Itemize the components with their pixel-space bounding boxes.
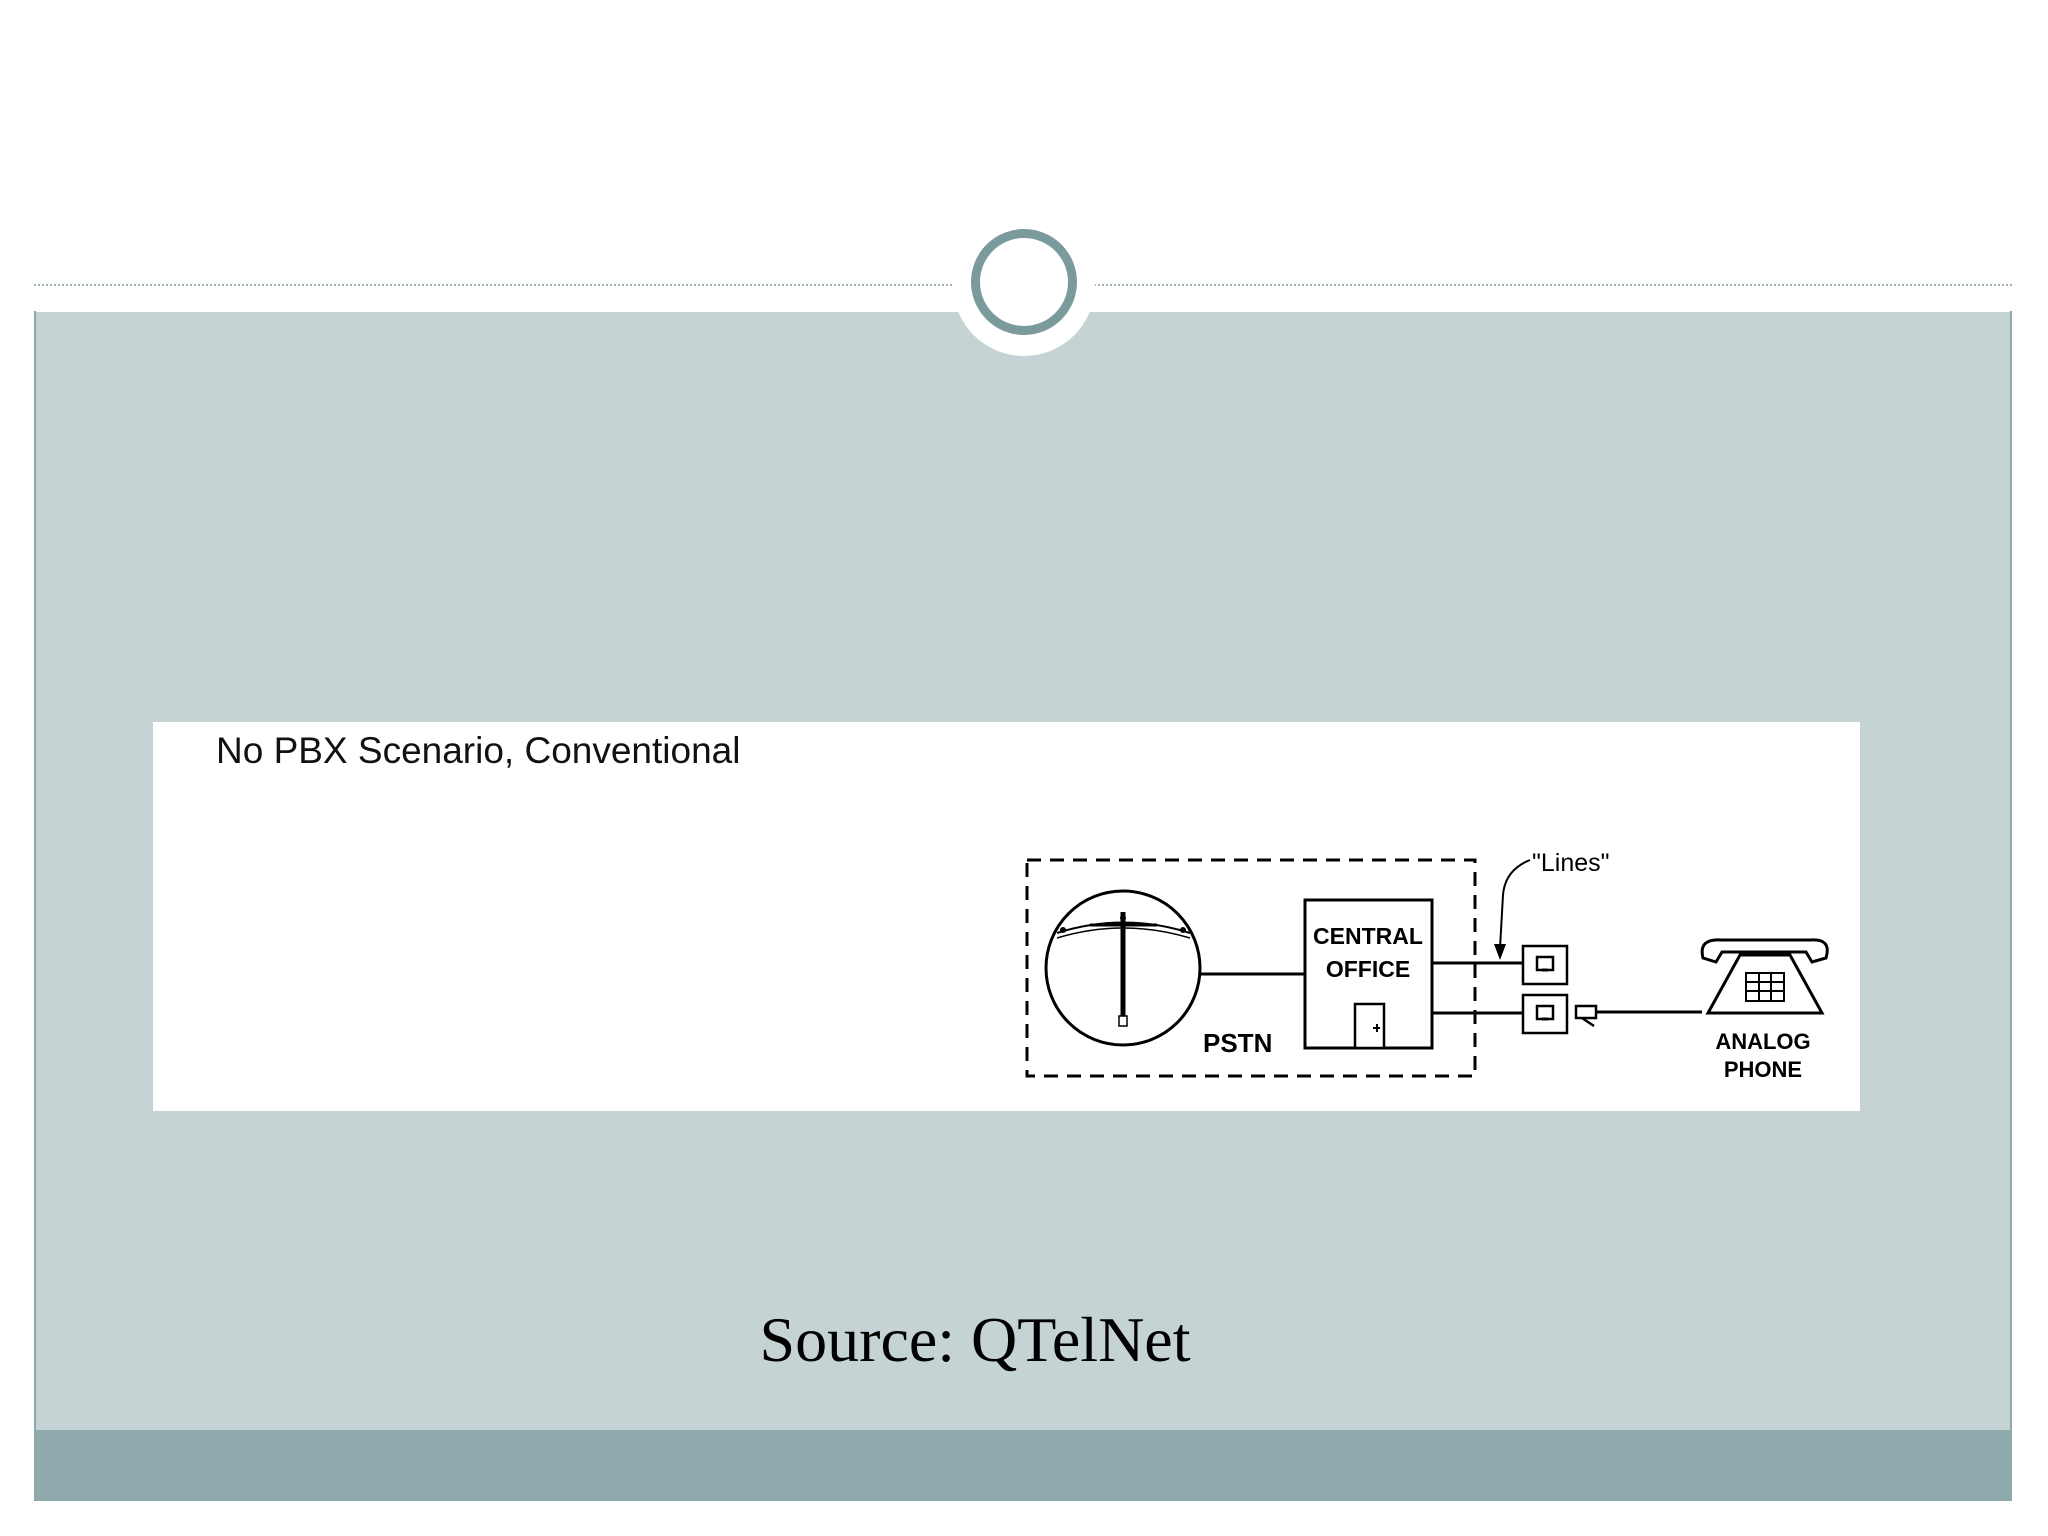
wall-jack-icon	[1521, 944, 1569, 986]
analog-phone-label-line2: PHONE	[1724, 1057, 1802, 1082]
telephone-pole-icon	[1044, 889, 1202, 1047]
wall-jack-icon	[1521, 993, 1569, 1035]
central-office-label-line2: OFFICE	[1326, 956, 1410, 982]
diagram-title: No PBX Scenario, Conventional	[216, 730, 741, 771]
analog-phone-label-line1: ANALOG	[1715, 1029, 1810, 1054]
circle-ring-icon	[971, 229, 1077, 335]
plug-icon	[1574, 1004, 1608, 1028]
lines-label: "Lines"	[1532, 849, 1610, 877]
lines-arrow	[1499, 859, 1531, 949]
building-door-icon	[1353, 1002, 1386, 1050]
diagram-panel	[153, 722, 1860, 1111]
central-office-label-line1: CENTRAL	[1313, 923, 1423, 949]
source-caption: Source: QTelNet	[759, 1304, 1191, 1375]
analog-phone-icon	[1700, 938, 1829, 1015]
pstn-boundary	[1025, 858, 1477, 1078]
pstn-label: PSTN	[1203, 1028, 1272, 1058]
footer-band	[36, 1430, 2010, 1499]
